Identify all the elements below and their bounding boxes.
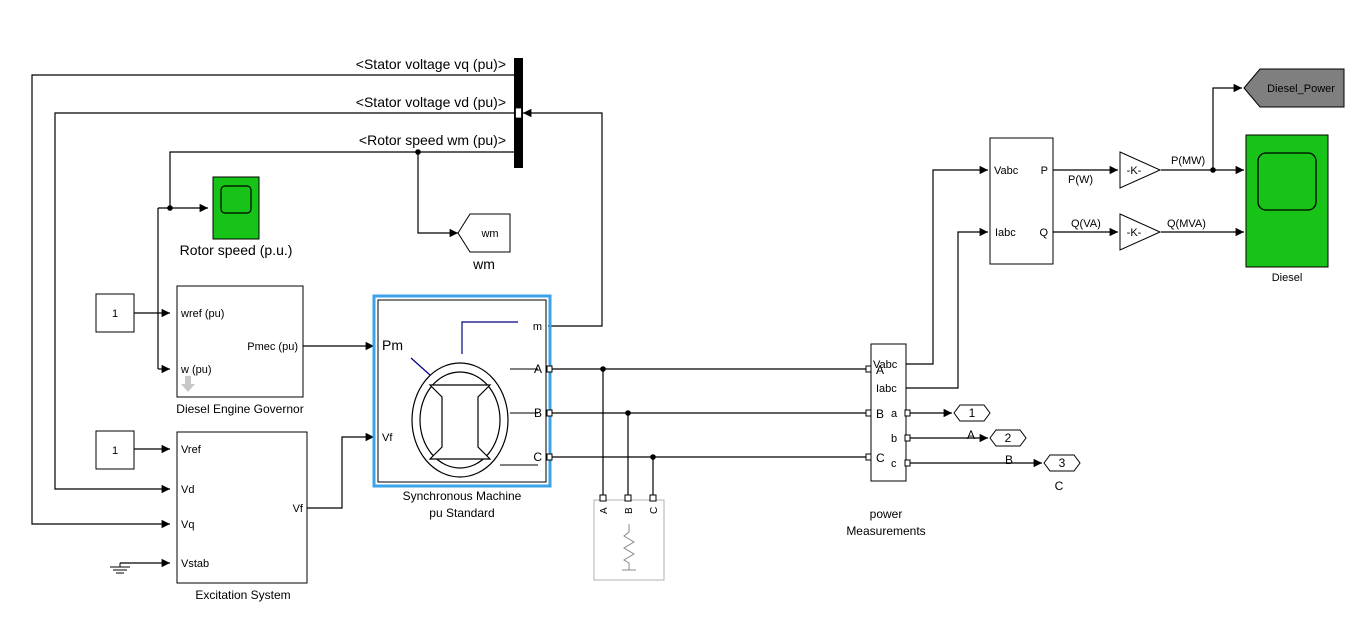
governor-w-port: w (pu) [180, 364, 212, 376]
governor-wref-port: wref (pu) [180, 308, 224, 320]
meas-b-port: b [891, 433, 897, 445]
load-a-port: A [599, 507, 610, 514]
outport-2-number: 2 [1005, 431, 1012, 445]
meas-label-line2: Measurements [846, 524, 925, 538]
machine-a-port: A [534, 362, 542, 376]
signal-label-qmva: Q(MVA) [1167, 218, 1206, 230]
outport-2-label: B [1005, 453, 1013, 467]
power-measurements-block[interactable]: Vabc Iabc A B C a b c [865, 343, 911, 482]
library-link-arrow-icon [181, 376, 195, 392]
constant-1-value: 1 [112, 308, 118, 320]
constant-block-2[interactable]: 1 [95, 430, 135, 470]
diesel-scope-label: Diesel [1272, 272, 1303, 284]
excitation-vf-port: Vf [293, 503, 304, 515]
load-c-port: C [649, 507, 660, 514]
gain-p-value: -K- [1127, 165, 1142, 177]
machine-symbol-icon [410, 321, 538, 478]
rotor-speed-scope[interactable] [212, 176, 260, 240]
wm-goto-tag: wm [480, 228, 498, 240]
outport-3-label: C [1055, 479, 1064, 493]
machine-b-port: B [534, 406, 542, 420]
governor-pmec-port: Pmec (pu) [247, 341, 298, 353]
signal-label-pw: P(W) [1068, 174, 1093, 186]
outport-1-number: 1 [969, 406, 976, 420]
governor-label: Diesel Engine Governor [176, 402, 303, 416]
excitation-label: Excitation System [195, 588, 290, 602]
signal-label-rotor-speed: <Rotor speed wm (pu)> [359, 132, 506, 148]
load-b-port: B [624, 507, 635, 514]
diesel-power-goto-tag: Diesel_Power [1267, 83, 1335, 95]
rotor-speed-scope-label: Rotor speed (p.u.) [180, 242, 293, 258]
signal-label-stator-vq: <Stator voltage vq (pu)> [356, 56, 506, 72]
meas-label-line1: power [870, 507, 903, 521]
machine-label-line1: Synchronous Machine [403, 489, 522, 503]
meas-iabc-port: Iabc [876, 383, 897, 395]
signal-label-qva: Q(VA) [1071, 218, 1101, 230]
meas-A-port: A [876, 363, 884, 377]
pq-p-port: P [1041, 165, 1048, 177]
meas-C-port: C [876, 451, 885, 465]
three-phase-load-block[interactable]: A B C [593, 494, 665, 581]
excitation-vd-port: Vd [181, 484, 194, 496]
outport-1-label: A [967, 428, 975, 442]
pq-q-port: Q [1039, 227, 1048, 239]
wm-goto-block[interactable]: wm [457, 213, 511, 253]
outport-2[interactable]: 2 [989, 429, 1027, 447]
diesel-scope[interactable] [1245, 134, 1329, 268]
constant-block-1[interactable]: 1 [95, 293, 135, 333]
signal-label-stator-vd: <Stator voltage vd (pu)> [356, 94, 506, 110]
excitation-vref-port: Vref [181, 444, 202, 456]
excitation-vq-port: Vq [181, 519, 194, 531]
gain-block-p[interactable]: -K- [1119, 151, 1162, 189]
signal-label-pmw: P(MW) [1171, 155, 1205, 167]
pq-calculation-block[interactable]: Vabc Iabc P Q [989, 137, 1054, 265]
excitation-vstab-port: Vstab [181, 558, 209, 570]
machine-m-port: m [533, 321, 542, 333]
pq-vabc-port: Vabc [994, 165, 1019, 177]
meas-B-port: B [876, 407, 884, 421]
synchronous-machine-block[interactable]: Pm Vf m A B C [372, 294, 553, 488]
bus-selector[interactable] [514, 58, 523, 168]
resistor-icon [623, 524, 635, 570]
meas-c-port: c [891, 458, 897, 470]
wm-goto-label: wm [472, 256, 495, 272]
outport-3-number: 3 [1059, 456, 1066, 470]
diesel-power-goto-block[interactable]: Diesel_Power [1243, 68, 1345, 108]
machine-pm-port: Pm [382, 337, 403, 353]
ground-icon [110, 563, 130, 574]
meas-vabc-port: Vabc [873, 359, 898, 371]
gain-q-value: -K- [1127, 227, 1142, 239]
machine-vf-port: Vf [382, 432, 393, 444]
constant-2-value: 1 [112, 445, 118, 457]
gain-block-q[interactable]: -K- [1119, 213, 1162, 251]
signal-lines [31, 74, 1244, 568]
junction-dots [167, 149, 1216, 460]
outport-3[interactable]: 3 [1043, 454, 1081, 472]
meas-a-port: a [891, 408, 898, 420]
excitation-system-block[interactable]: Vref Vd Vq Vstab Vf [176, 431, 308, 584]
outport-1[interactable]: 1 [953, 404, 991, 422]
pq-iabc-port: Iabc [995, 227, 1016, 239]
machine-c-port: C [533, 450, 542, 464]
machine-label-line2: pu Standard [429, 506, 494, 520]
diesel-engine-governor-block[interactable]: wref (pu) w (pu) Pmec (pu) [176, 285, 304, 398]
